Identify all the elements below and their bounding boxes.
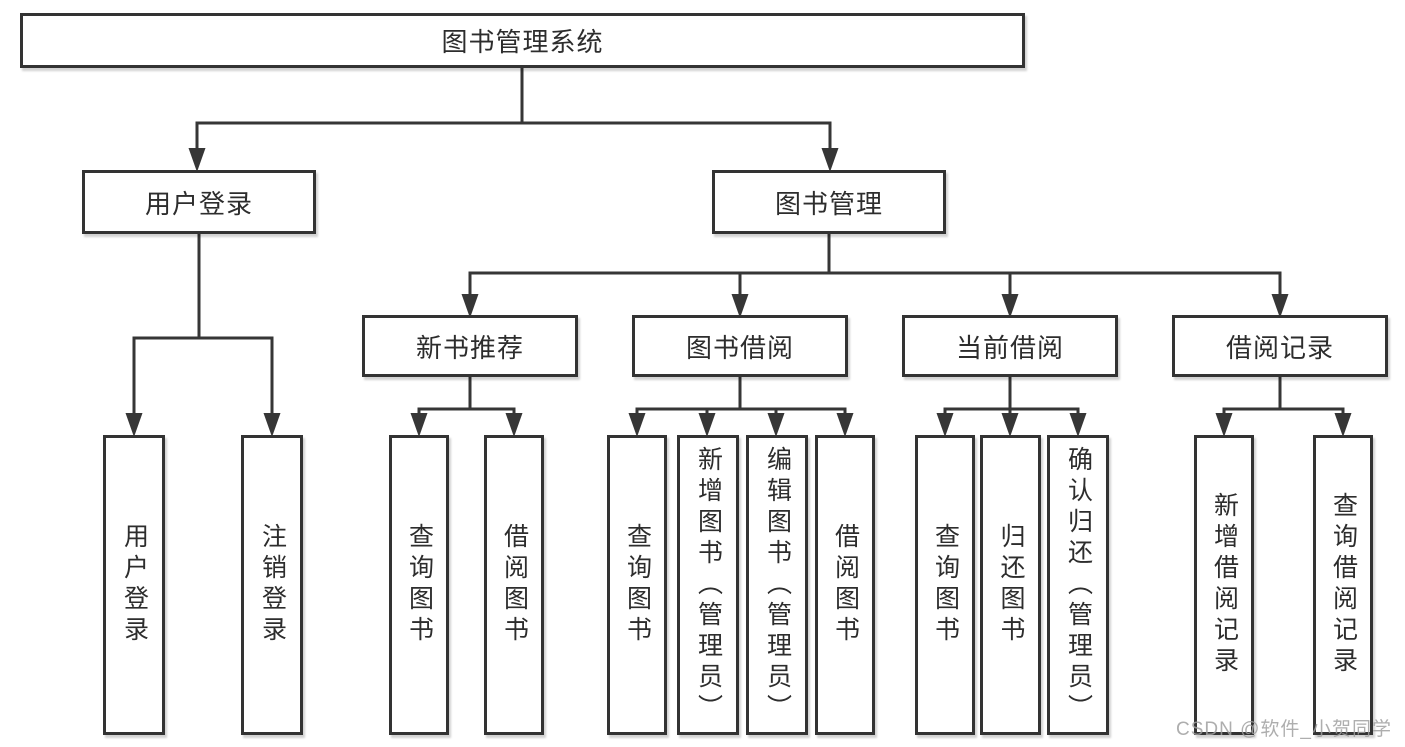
node-user-login: 用户登录 <box>82 170 316 234</box>
node-borrow-record: 借阅记录 <box>1172 315 1388 377</box>
leaf-borrow-add-books-admin: 新增图书（管理员） <box>677 435 739 735</box>
node-new-book-rec: 新书推荐 <box>362 315 578 377</box>
leaf-current-query-books: 查询图书 <box>915 435 975 735</box>
node-root: 图书管理系统 <box>20 13 1025 68</box>
leaf-newrec-query-books: 查询图书 <box>389 435 449 735</box>
leaf-user-login: 用户登录 <box>103 435 165 735</box>
node-current-borrow: 当前借阅 <box>902 315 1118 377</box>
node-book-borrow: 图书借阅 <box>632 315 848 377</box>
leaf-record-query-record: 查询借阅记录 <box>1313 435 1373 735</box>
node-book-mgmt: 图书管理 <box>712 170 946 234</box>
watermark: CSDN @软件_小贺同学 <box>1176 719 1392 740</box>
leaf-current-confirm-return-admin: 确认归还（管理员） <box>1047 435 1109 735</box>
leaf-borrow-borrow-books: 借阅图书 <box>815 435 875 735</box>
leaf-borrow-edit-books-admin: 编辑图书（管理员） <box>746 435 808 735</box>
leaf-logout: 注销登录 <box>241 435 303 735</box>
leaf-newrec-borrow-books: 借阅图书 <box>484 435 544 735</box>
leaf-record-add-record: 新增借阅记录 <box>1194 435 1254 735</box>
leaf-current-return-books: 归还图书 <box>980 435 1041 735</box>
leaf-borrow-query-books: 查询图书 <box>607 435 667 735</box>
